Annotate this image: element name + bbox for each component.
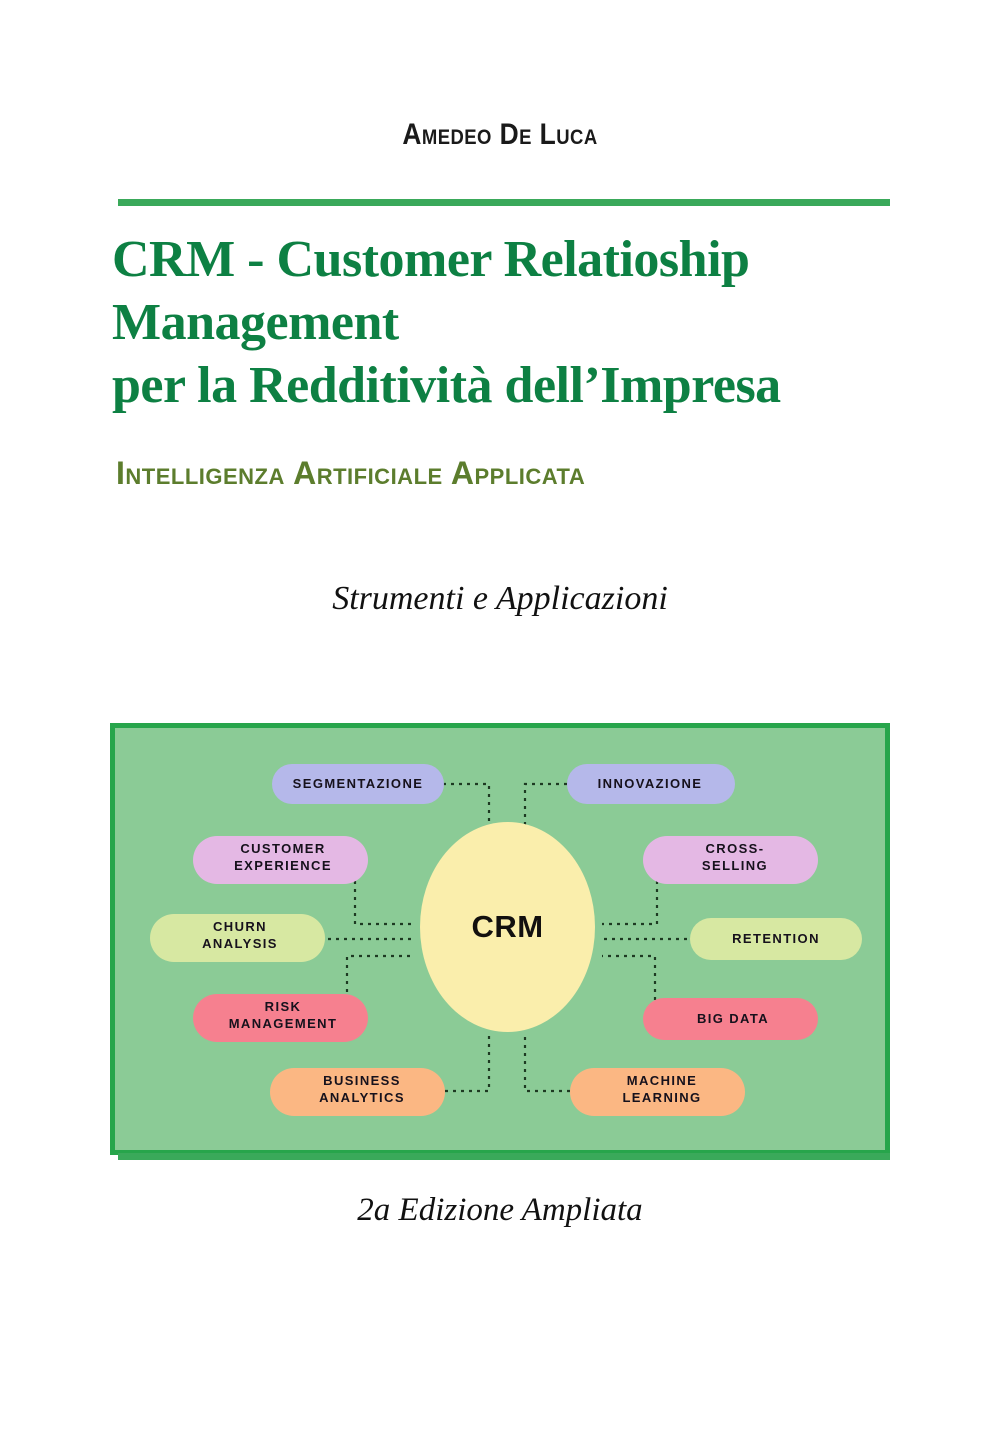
- node-label-churn-analysis: CHURN ANALYSIS: [202, 919, 278, 951]
- node-risk-management[interactable]: [193, 994, 368, 1042]
- author-name: Amedeo De Luca: [402, 118, 598, 151]
- node-retention[interactable]: [690, 918, 862, 960]
- crm-mindmap-diagram: SEGMENTAZIONE INNOVAZIONE CUSTOMER EXPER…: [110, 723, 890, 1155]
- node-label-business-analytics: BUSINESS ANALYTICS: [319, 1073, 405, 1105]
- node-label-machine-learning: MACHINE LEARNING: [622, 1073, 702, 1105]
- node-customer-experience[interactable]: [193, 836, 368, 884]
- node-big-data[interactable]: [643, 998, 818, 1040]
- node-label-innovazione: INNOVAZIONE: [597, 776, 703, 791]
- node-label-retention: RETENTION: [732, 931, 820, 946]
- title-line-2: Management: [112, 294, 399, 351]
- divider-top: [118, 199, 890, 206]
- title-line-1: CRM - Customer Relatioship: [112, 231, 750, 288]
- node-machine-learning[interactable]: [570, 1068, 745, 1116]
- node-cross-selling[interactable]: [643, 836, 818, 884]
- node-business-analytics[interactable]: [270, 1068, 445, 1116]
- divider-bottom: [118, 1153, 890, 1160]
- node-churn-analysis[interactable]: [150, 914, 325, 962]
- book-title: CRM - Customer Relatioship Management pe…: [112, 228, 912, 417]
- node-label-risk-management: RISK MANAGEMENT: [228, 999, 338, 1031]
- node-segmentazione[interactable]: [272, 764, 444, 804]
- node-label-cross-selling: CROSS- SELLING: [701, 841, 769, 873]
- node-innovazione[interactable]: [567, 764, 735, 804]
- edition-note: 2a Edizione Ampliata: [357, 1192, 643, 1228]
- title-line-3: per la Redditività dell’Impresa: [112, 357, 781, 414]
- book-tagline: Strumenti e Applicazioni: [332, 580, 668, 617]
- node-label-big-data: BIG DATA: [696, 1011, 770, 1026]
- node-label-segmentazione: SEGMENTAZIONE: [292, 776, 424, 791]
- center-node-label: CRM: [471, 909, 544, 944]
- node-label-customer-experience: CUSTOMER EXPERIENCE: [234, 841, 332, 873]
- center-node-crm[interactable]: CRM: [420, 822, 595, 1032]
- book-subtitle: Intelligenza Artificiale Applicata: [116, 455, 586, 491]
